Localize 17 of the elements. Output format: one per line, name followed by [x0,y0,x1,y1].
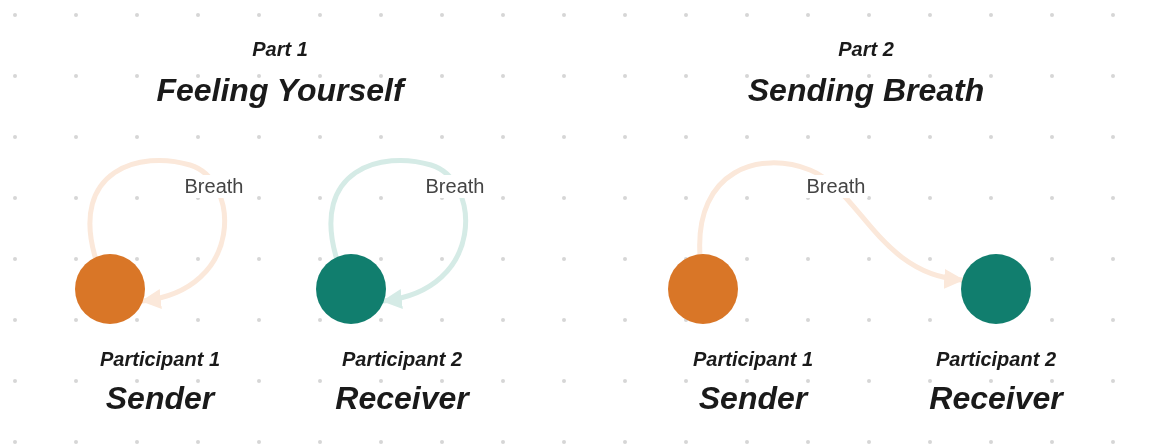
role-label: Receiver [335,380,469,417]
breath-arrow [87,158,228,308]
role-label: Receiver [929,380,1063,417]
participant-circle [75,254,145,324]
participant-label: Participant 2 [342,348,462,371]
participant-label: Participant 1 [693,348,813,371]
role-label: Sender [698,380,808,417]
participant-circle [316,254,386,324]
participant-label: Participant 2 [936,348,1056,371]
part-number: Part 1 [252,38,308,61]
role-label: Sender [105,380,215,417]
part-number: Part 2 [838,38,894,61]
edge-label: Breath [804,175,868,198]
breath-arrow [328,158,469,308]
participant-label: Participant 1 [100,348,220,371]
breath-arrow [697,160,965,288]
part-title: Sending Breath [747,72,985,109]
